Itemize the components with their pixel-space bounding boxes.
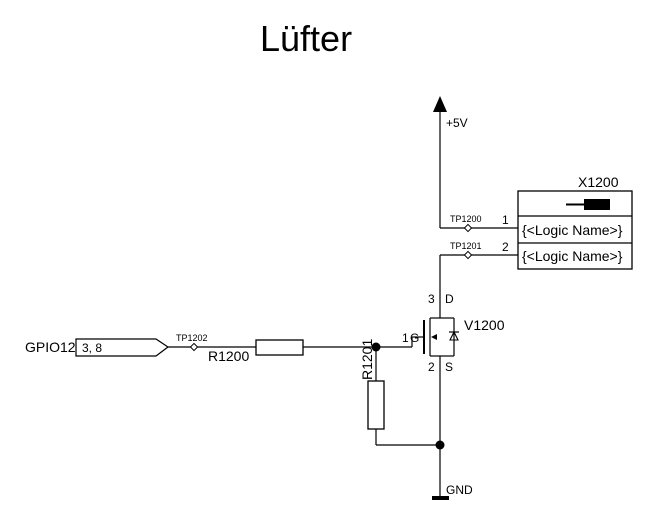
tp1202-label: TP1202 [176,333,208,343]
gpio-port: GPIO12 3, 8 [25,338,170,357]
mosfet-drain-pin: 3 [428,292,435,306]
connector-pin2-number: 2 [502,240,509,254]
r1201-label: R1201 [359,339,375,380]
connector-pin1-number: 1 [502,213,509,227]
test-point-tp1201 [463,250,473,260]
tp1201-label: TP1201 [450,241,482,251]
gpio-net-label: GPIO12 [25,339,76,355]
connector-plug-icon [584,199,610,210]
power-label: +5V [446,116,468,130]
resistor-r1200 [255,339,304,356]
ground-icon [432,496,449,500]
mosfet-gate-label: G [410,331,419,345]
r1200-label: R1200 [208,348,249,364]
mosfet-source-label: S [445,360,453,374]
mosfet-drain-label: D [445,292,454,306]
connector-x1200: X1200 {<Logic Name>} {<Logic Name>} [517,174,633,270]
test-point-tp1200 [463,223,473,233]
mosfet-ref: V1200 [464,317,505,333]
tp1200-label: TP1200 [450,214,482,224]
mosfet-arrow-icon [431,334,437,340]
gpio-page-refs: 3, 8 [82,341,102,355]
connector-ref: X1200 [578,174,619,190]
power-symbol: +5V [433,96,468,228]
test-point-tp1202 [189,342,199,352]
body-diode [449,330,459,341]
mosfet-gate-pin: 1 [402,331,409,345]
mosfet-v1200: 3 D 2 S 1 G V1200 [402,292,505,445]
connector-pin1-name: {<Logic Name>} [522,222,623,238]
mosfet-source-pin: 2 [428,360,435,374]
ground-label: GND [446,483,473,497]
resistor-r1201 [367,380,385,430]
page-title: Lüfter [260,18,352,59]
connector-pin2-name: {<Logic Name>} [522,248,623,264]
